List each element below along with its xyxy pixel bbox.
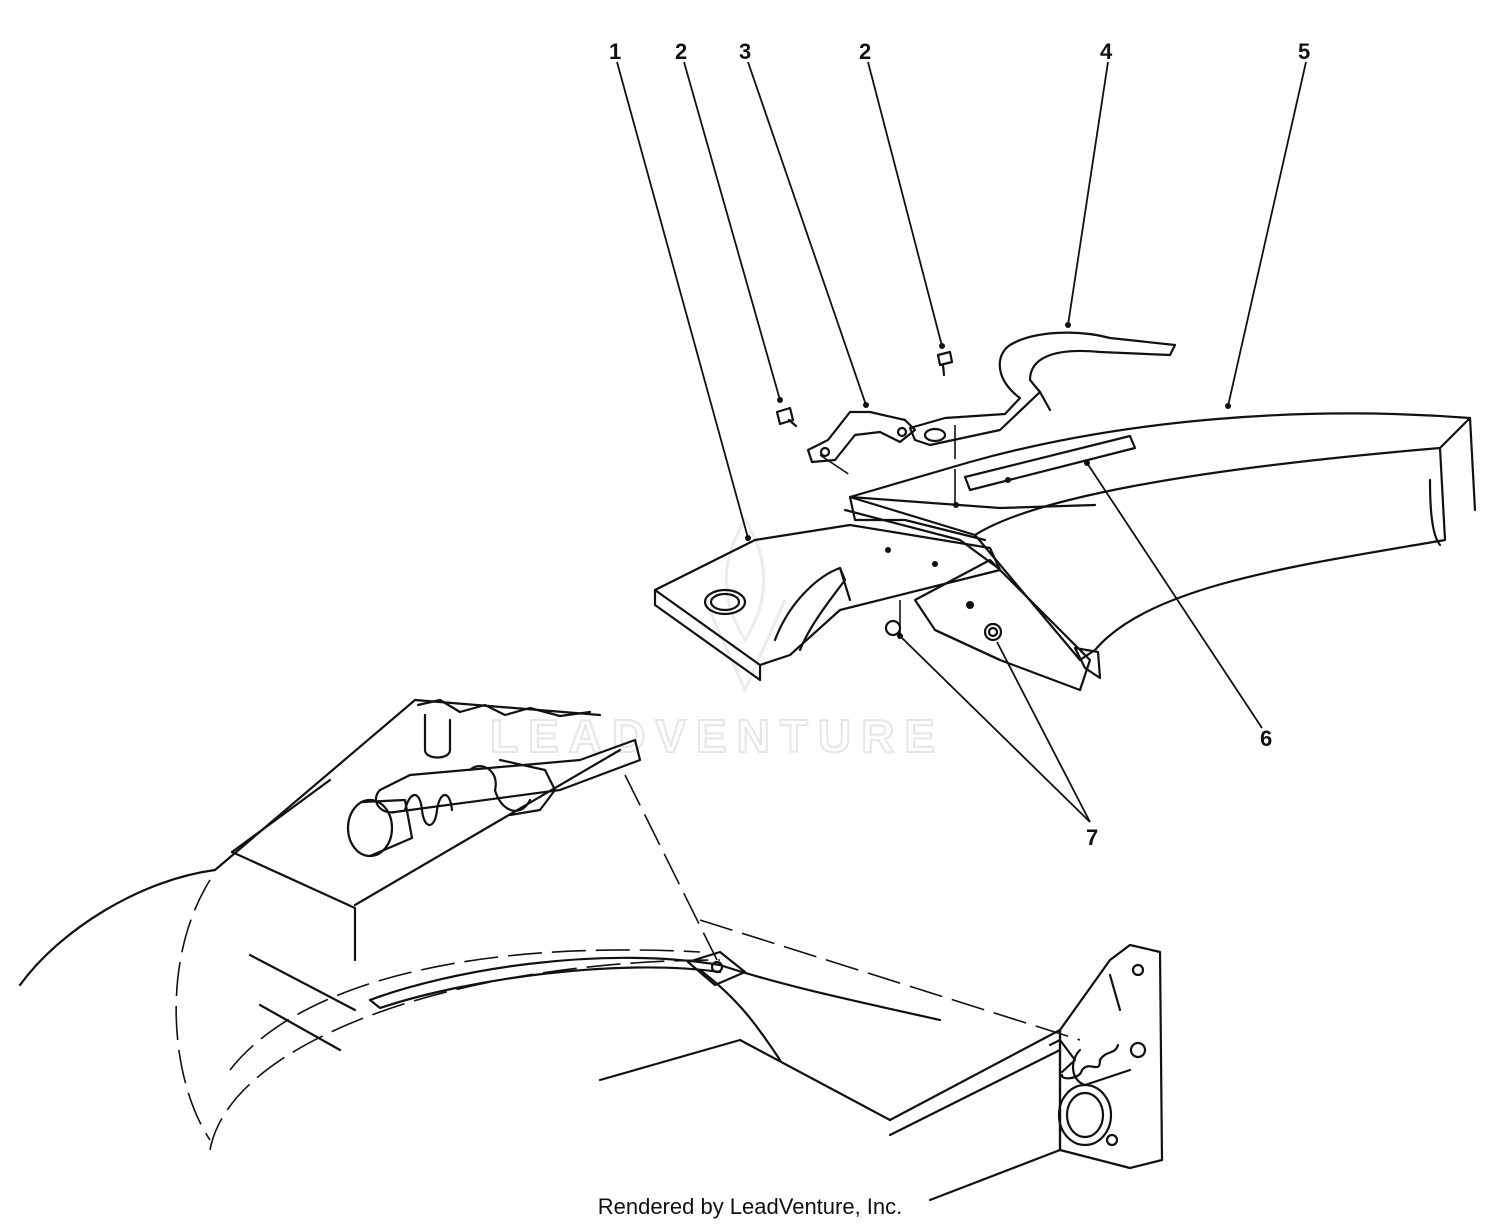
watermark: LEADVENTURE — [489, 517, 945, 763]
mount-bracket — [653, 495, 1092, 692]
callout-3: 3 — [739, 39, 751, 64]
watermark-text: LEADVENTURE — [490, 710, 945, 762]
discharge-chute — [848, 412, 1477, 680]
rear-plate — [1048, 943, 1164, 1170]
callout-4: 4 — [1100, 39, 1113, 64]
callout-2a: 2 — [675, 39, 687, 64]
leader-lines — [616, 61, 1307, 823]
callout-7: 7 — [1086, 825, 1098, 850]
callout-2b: 2 — [859, 39, 871, 64]
callout-1: 1 — [609, 39, 621, 64]
render-credit: Rendered by LeadVenture, Inc. — [597, 1194, 903, 1219]
mower-deck — [18, 698, 1062, 1202]
alignment-lines — [624, 425, 1081, 1041]
hardware — [775, 350, 1003, 642]
callout-6: 6 — [1260, 726, 1272, 751]
small-bracket — [806, 410, 917, 464]
callout-5: 5 — [1298, 39, 1310, 64]
latch-mechanism — [346, 698, 642, 858]
handle-bracket — [908, 331, 1177, 447]
callouts: 1 2 3 2 4 5 6 7 — [609, 39, 1310, 850]
